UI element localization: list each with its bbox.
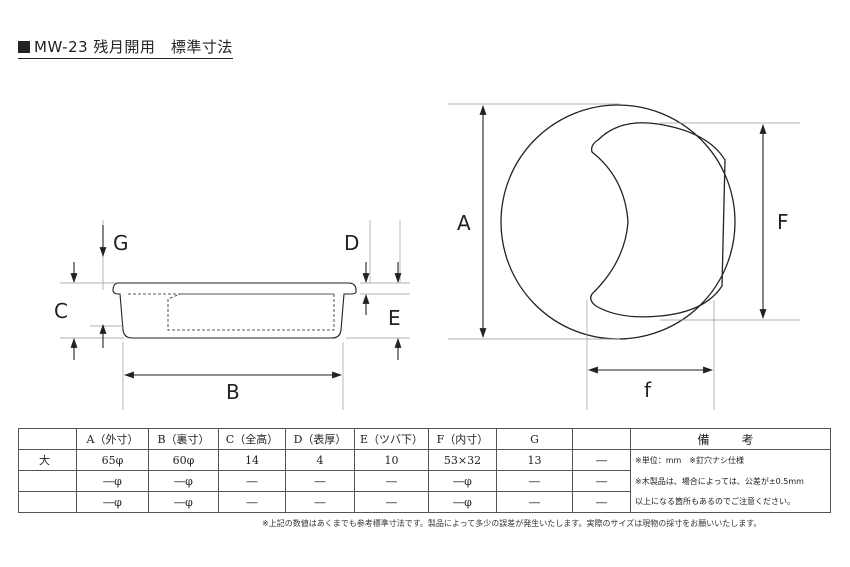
row-name — [18, 470, 77, 492]
top-view-dim-arrows — [479, 105, 767, 374]
top-view — [500, 104, 736, 340]
table-cell: 53×32 — [428, 449, 497, 471]
table-cell: ―φ — [148, 470, 219, 492]
side-view — [112, 282, 357, 339]
table-row: ―φ ―φ ― ― ― ―φ ― ― ※木製品は、場合によっては、公差が±0.5… — [18, 470, 831, 492]
table-cell: ― — [572, 449, 631, 471]
table-cell: 10 — [354, 449, 429, 471]
table-row: ―φ ―φ ― ― ― ―φ ― ― 以上になる箇所もあるのでご注意ください。 — [18, 491, 831, 513]
table-cell: 65φ — [76, 449, 149, 471]
dim-label-f-lower: f — [644, 378, 652, 402]
table-cell: ― — [354, 470, 429, 492]
table-cell: ―φ — [76, 491, 149, 513]
table-cell: 4 — [285, 449, 355, 471]
header-cell: E（ツバ下） — [354, 428, 429, 450]
table-cell: ― — [218, 470, 286, 492]
top-view-extension-lines — [448, 103, 800, 410]
header-cell-remarks: 備 考 — [630, 428, 831, 450]
note-line: 以上になる箇所もあるのでご注意ください。 — [630, 491, 831, 513]
header-cell: A（外寸） — [76, 428, 149, 450]
side-view-extension-lines — [60, 220, 410, 410]
page-title: MW-23 残月開用 標準寸法 — [18, 36, 233, 59]
table-header-row: A（外寸） B（裏寸） C（全高） D（表厚） E（ツバ下） F（内寸） G 備… — [18, 428, 831, 450]
side-view-dim-arrows — [70, 225, 402, 379]
header-cell: B（裏寸） — [148, 428, 219, 450]
dim-label-f-upper: F — [777, 210, 789, 234]
dim-label-a: A — [457, 211, 471, 235]
table-cell: ― — [354, 491, 429, 513]
table-cell: ― — [218, 491, 286, 513]
dim-label-e: E — [388, 306, 401, 330]
table-row: 大 65φ 60φ 14 4 10 53×32 13 ― ※単位：mm ※釘穴ナ… — [18, 449, 831, 471]
header-cell: F（内寸） — [428, 428, 497, 450]
dim-label-g: G — [113, 231, 129, 255]
table-cell: ― — [572, 491, 631, 513]
header-cell — [572, 428, 631, 450]
header-cell: C（全高） — [218, 428, 286, 450]
table-cell: 60φ — [148, 449, 219, 471]
title-square-icon — [18, 41, 30, 53]
dim-label-d: D — [344, 231, 360, 255]
table-cell: ― — [285, 470, 355, 492]
technical-drawing — [60, 103, 800, 410]
table-cell: 14 — [218, 449, 286, 471]
note-line: ※単位：mm ※釘穴ナシ仕様 — [630, 449, 831, 471]
row-name — [18, 491, 77, 513]
table-cell: ― — [496, 491, 573, 513]
dim-label-c: C — [54, 299, 68, 323]
row-name: 大 — [18, 449, 77, 471]
table-cell: 13 — [496, 449, 573, 471]
table-cell: ―φ — [148, 491, 219, 513]
note-line: ※木製品は、場合によっては、公差が±0.5mm — [630, 470, 831, 492]
header-cell: D（表厚） — [285, 428, 355, 450]
table-cell: ―φ — [76, 470, 149, 492]
header-cell — [18, 428, 77, 450]
footer-note: ※上記の数値はあくまでも参考標準寸法です。製品によって多少の誤差が発生いたします… — [262, 519, 762, 528]
table-cell: ―φ — [428, 491, 497, 513]
table-cell: ― — [572, 470, 631, 492]
table-cell: ― — [496, 470, 573, 492]
dim-label-b: B — [226, 380, 240, 404]
spec-table: A（外寸） B（裏寸） C（全高） D（表厚） E（ツバ下） F（内寸） G 備… — [18, 428, 831, 513]
header-cell: G — [496, 428, 573, 450]
table-cell: ―φ — [428, 470, 497, 492]
table-cell: ― — [285, 491, 355, 513]
title-text: MW-23 残月開用 標準寸法 — [34, 38, 233, 56]
